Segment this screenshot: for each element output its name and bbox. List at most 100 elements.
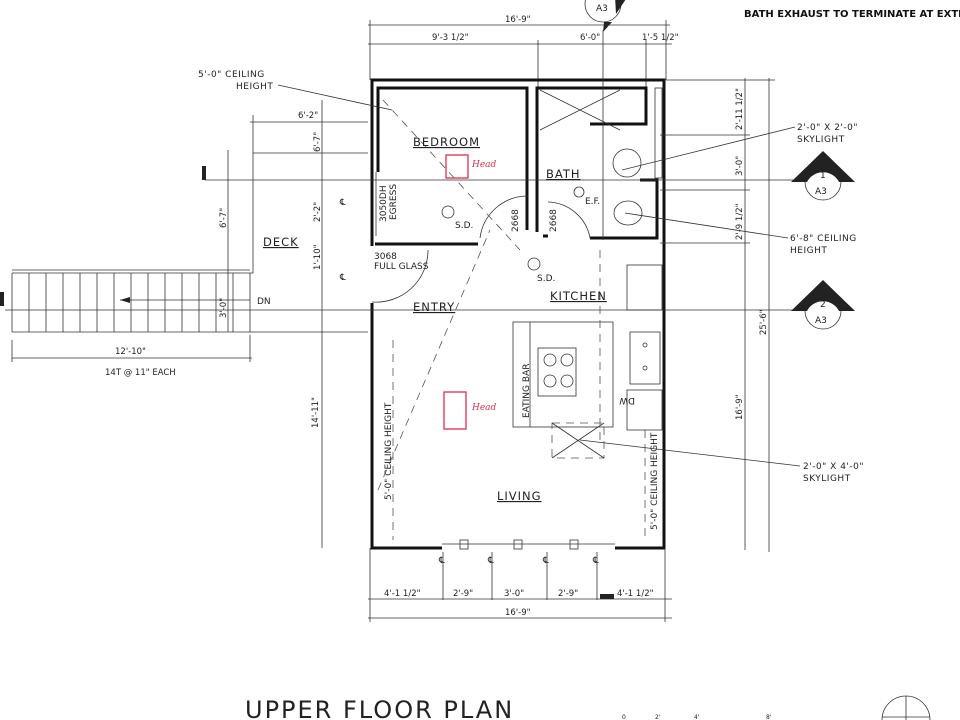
dim-right-2: 3'-0"	[735, 156, 745, 176]
toilet-icon	[613, 200, 643, 226]
dim-stair-width: 3'-0"	[219, 298, 229, 318]
door-swing-icon	[547, 201, 591, 239]
bottom-dimensions: ℄ ℄ ℄ ℄ 4'-1 1/2" 2'-9" 3'-0" 2'-9" 4'-1…	[368, 548, 672, 622]
smoke-detector-label: S.D.	[537, 274, 555, 284]
dim-right-overall: 25'-6"	[759, 309, 769, 335]
room-living: LIVING	[497, 489, 542, 503]
dim-bottom-5: 4'-1 1/2"	[617, 589, 654, 599]
door-swing-icon	[371, 249, 429, 303]
bedroom-ceiling-callout: 5'-0" CEILING	[198, 70, 265, 80]
sink-icon	[629, 331, 661, 385]
dim-top-overall: 16'-9"	[505, 15, 531, 25]
dim-deck-upper: 6'-7"	[313, 132, 323, 152]
dim-door-offset: 1'-10"	[313, 244, 323, 270]
bath-skylight-callout: 2'-0" X 2'-0"	[797, 123, 858, 133]
door-swing-icon	[479, 195, 529, 239]
scale-label: 8'	[766, 714, 772, 720]
dim-stair-run: 12'-10"	[115, 347, 146, 357]
living-ceiling-label-right: 5'-0" CEILING HEIGHT	[650, 432, 660, 530]
right-dimensions: 2'-11 1/2" 3'-0" 2'-9 1/2" 16'-9" 25'-6"	[660, 78, 775, 552]
eating-bar	[512, 321, 614, 428]
window-type-label: 3050DH	[379, 185, 389, 222]
door-glass-label: FULL GLASS	[374, 262, 429, 272]
scale-label: 2'	[655, 714, 661, 720]
section-sheet: A3	[815, 316, 827, 326]
section-marker-1: 1 A3	[791, 151, 855, 201]
arrow-left-icon	[120, 297, 130, 303]
dishwasher-icon	[626, 389, 663, 431]
header-note: BATH EXHAUST TO TERMINATE AT EXTERIOR	[744, 9, 960, 20]
living-skylight-callout: 2'-0" X 4'-0"	[803, 462, 864, 472]
dim-bottom-3: 3'-0"	[504, 589, 524, 599]
smoke-detector-icon	[527, 257, 541, 271]
living-ceiling-label-left: 5'-0" CEILING HEIGHT	[384, 402, 394, 500]
stair-dn: DN	[257, 297, 271, 307]
red-markups: Head Head	[443, 154, 497, 430]
scale-bar: 0 2' 4' 8'	[622, 714, 772, 720]
centerline-icon: ℄	[487, 556, 494, 566]
scale-label: 0	[622, 714, 626, 720]
dim-deck-depth: 6'-7"	[219, 208, 229, 228]
section-marker-2: 2 A3	[791, 280, 855, 330]
dim-bottom-2: 2'-9"	[453, 589, 473, 599]
skylight-icon	[551, 422, 605, 459]
living-skylight-callout: SKYLIGHT	[803, 474, 851, 484]
north-arrow-icon	[881, 695, 931, 720]
dim-top-3: 1'-5 1/2"	[642, 33, 679, 43]
dim-left-wall: 14'-11"	[311, 397, 321, 428]
bath-ceiling-callout: 6'-8" CEILING	[790, 234, 857, 244]
room-entry: ENTRY	[413, 300, 455, 314]
door-type-label: 3068	[374, 252, 397, 262]
section-marker-sheet: A3	[596, 4, 608, 14]
callouts: 5'-0" CEILING HEIGHT 2'-0" X 2'-0" SKYLI…	[198, 70, 864, 484]
dim-right-3: 2'-9 1/2"	[735, 203, 745, 240]
cooktop-icon	[537, 347, 577, 397]
section-marker-top: A3	[584, 0, 626, 32]
centerline-icon: ℄	[542, 556, 549, 566]
dim-window-offset: 2'-2"	[313, 202, 323, 222]
stair-treads: 14T @ 11" EACH	[105, 368, 176, 378]
scale-label: 4'	[694, 714, 700, 720]
dim-top-1: 9'-3 1/2"	[432, 33, 469, 43]
room-labels: BEDROOM BATH ENTRY KITCHEN LIVING EATING…	[413, 135, 607, 503]
deck-and-stairs: DECK DN 12'-10" 14T @ 11" EACH 6'-2" 6'-…	[0, 100, 368, 548]
section-number: 2	[820, 300, 826, 310]
centerline-icon: ℄	[339, 273, 346, 283]
bedroom-ceiling-callout: HEIGHT	[236, 82, 273, 92]
room-bath: BATH	[546, 167, 581, 181]
dim-bottom-4: 2'-9"	[558, 589, 578, 599]
exhaust-fan-icon	[573, 186, 585, 198]
dim-deck-width: 6'-2"	[298, 111, 318, 121]
room-deck: DECK	[263, 235, 299, 249]
eating-bar-label: EATING BAR	[522, 364, 532, 418]
bath-skylight-callout: SKYLIGHT	[797, 135, 845, 145]
centerline-icon: ℄	[592, 556, 599, 566]
dim-top-2: 6'-0"	[580, 33, 600, 43]
centerline-icon: ℄	[438, 556, 445, 566]
bath-door-label: 2668	[549, 209, 559, 232]
walls	[5, 30, 800, 550]
dishwasher-label: DW	[619, 395, 635, 405]
smoke-detector-label: S.D.	[455, 221, 473, 231]
bath-ceiling-callout: HEIGHT	[790, 246, 827, 256]
red-annotation: Head	[471, 403, 497, 413]
centerline-icon: ℄	[339, 198, 346, 208]
dim-right-lower: 16'-9"	[735, 394, 745, 420]
dim-bottom-overall: 16'-9"	[505, 608, 531, 618]
dim-right-1: 2'-11 1/2"	[735, 88, 745, 130]
room-kitchen: KITCHEN	[550, 289, 607, 303]
smoke-detector-icon	[441, 205, 455, 219]
skylight-icon	[612, 148, 642, 178]
red-annotation: Head	[471, 160, 497, 170]
fixture-labels: 3050DH EGRESS 3068 FULL GLASS 2668 2668 …	[374, 184, 660, 530]
section-sheet: A3	[815, 187, 827, 197]
bedroom-door-label: 2668	[511, 209, 521, 232]
refrigerator-icon	[626, 264, 663, 311]
plan-title: UPPER FLOOR PLAN	[245, 696, 514, 720]
top-dimensions: 16'-9" 9'-3 1/2" 6'-0" 1'-5 1/2"	[368, 15, 679, 88]
section-number: 1	[820, 171, 826, 181]
room-bedroom: BEDROOM	[413, 135, 480, 149]
dim-bottom-1: 4'-1 1/2"	[384, 589, 421, 599]
exhaust-fan-label: E.F.	[585, 197, 600, 207]
